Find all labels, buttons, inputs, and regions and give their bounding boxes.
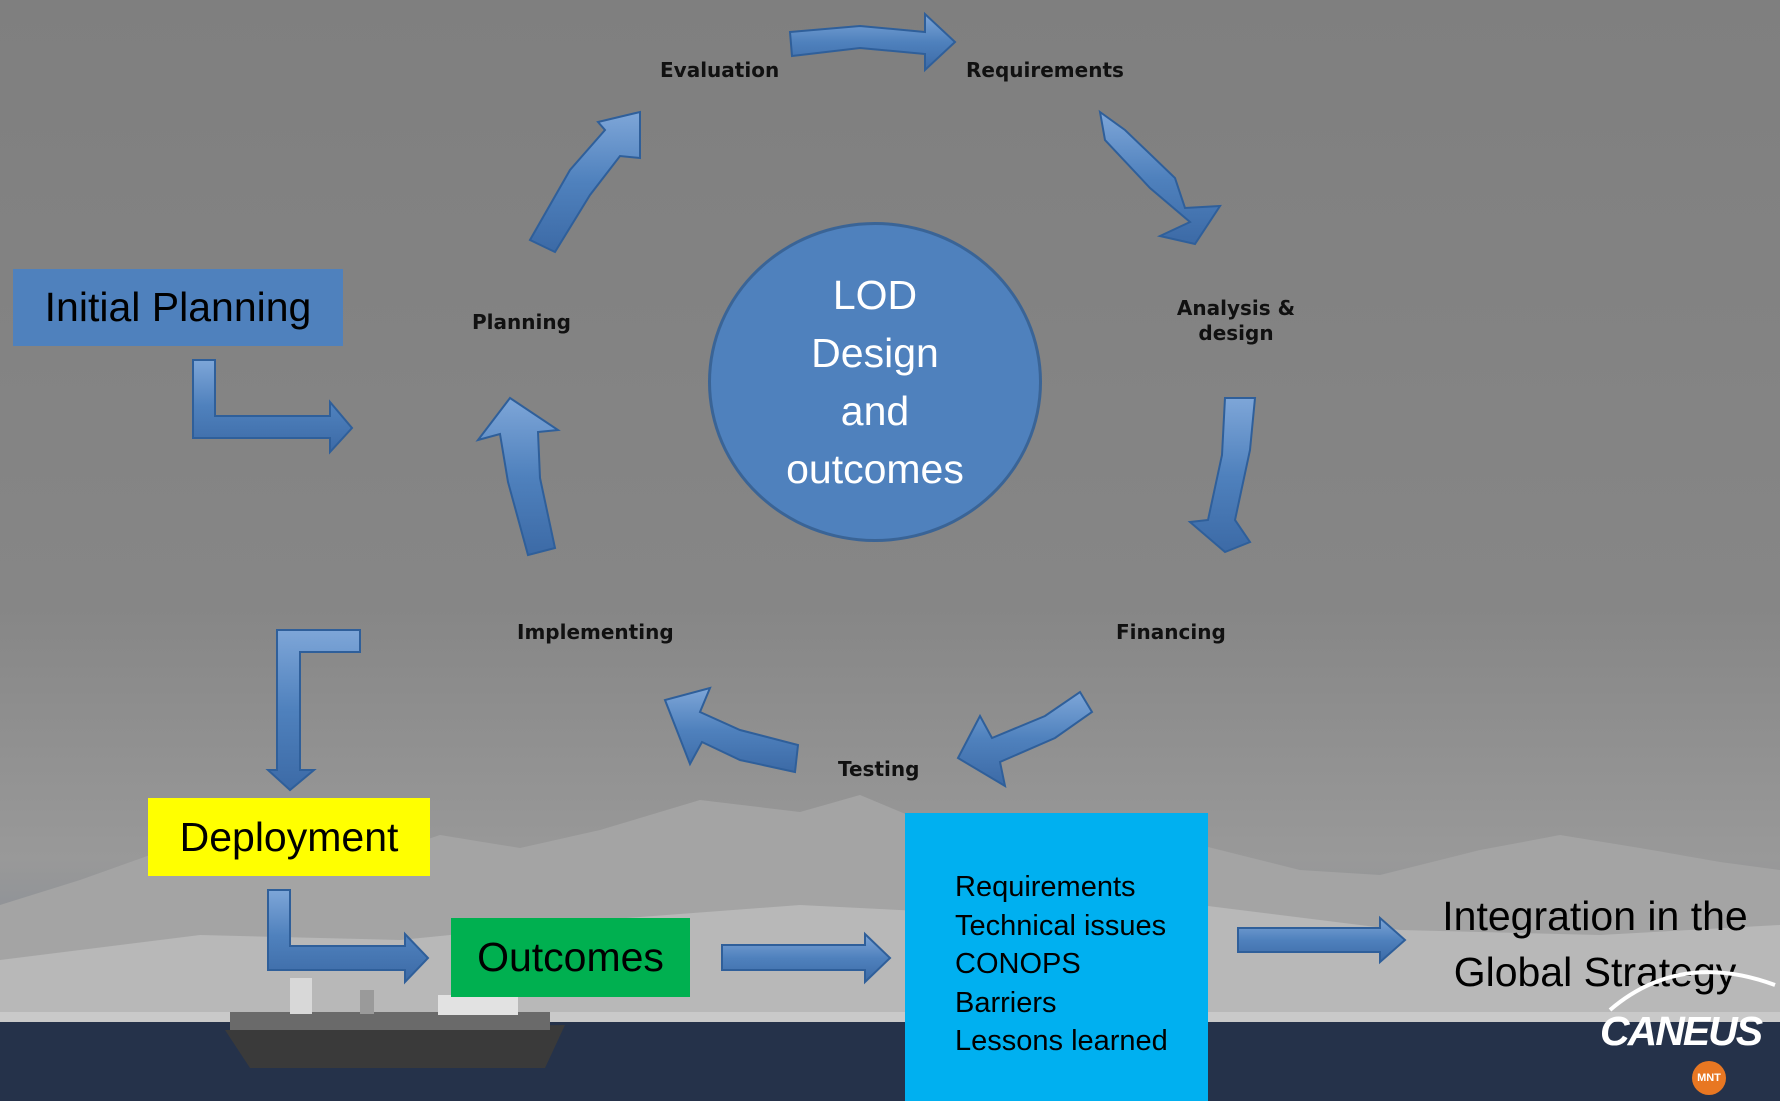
- outcomes-box: Outcomes: [451, 918, 690, 997]
- outcome-item-conops: CONOPS: [955, 948, 1081, 980]
- outcome-item-lessons-learned: Lessons learned: [955, 1025, 1168, 1057]
- arrow-planning-to-evaluation: [528, 110, 641, 254]
- arrow-initial-planning-to-cycle: [192, 359, 354, 455]
- stage-implementing: Implementing: [517, 620, 674, 644]
- outcome-list-box: Requirements Technical issues CONOPS Bar…: [905, 813, 1208, 1101]
- stage-planning: Planning: [472, 310, 571, 334]
- stage-analysis-line-1: Analysis &: [1176, 296, 1296, 320]
- arrow-requirements-to-analysis: [1098, 109, 1222, 246]
- arrow-analysis-to-financing: [1187, 397, 1257, 554]
- arrow-cycle-to-deployment: [265, 629, 361, 792]
- arrow-list-to-integration: [1237, 915, 1407, 965]
- stage-evaluation: Evaluation: [660, 58, 780, 82]
- stage-analysis-design: Analysis & design: [1176, 296, 1296, 346]
- center-line-4: outcomes: [786, 446, 964, 492]
- stage-analysis-line-2: design: [1198, 321, 1274, 345]
- center-label: LOD Design and outcomes: [786, 266, 964, 498]
- stage-requirements: Requirements: [966, 58, 1124, 82]
- center-line-2: Design: [811, 330, 939, 376]
- caneus-logo: CANEUS: [1600, 1008, 1763, 1054]
- outcome-item-technical-issues: Technical issues: [955, 909, 1167, 942]
- initial-planning-box: Initial Planning: [13, 269, 343, 346]
- outcome-item-requirements: Requirements: [955, 871, 1136, 903]
- shoreline: [0, 1012, 1780, 1022]
- stage-financing: Financing: [1116, 620, 1226, 644]
- center-line-1: LOD: [832, 272, 918, 318]
- ship-image: [225, 978, 565, 1068]
- arrow-testing-to-implementing: [663, 686, 800, 774]
- center-circle: LOD Design and outcomes: [708, 222, 1042, 542]
- integration-line-1: Integration in the: [1442, 893, 1748, 939]
- outcome-item-barriers: Barriers: [955, 986, 1057, 1019]
- arrow-implementing-to-planning: [475, 396, 561, 557]
- mnt-badge: MNT: [1692, 1061, 1726, 1095]
- deployment-box: Deployment: [148, 798, 430, 876]
- stage-testing: Testing: [838, 757, 920, 781]
- arrow-financing-to-testing: [956, 690, 1094, 789]
- arrow-evaluation-to-requirements: [788, 11, 957, 73]
- arrow-outcomes-to-list: [721, 931, 892, 985]
- center-line-3: and: [840, 388, 910, 434]
- arrow-deployment-to-outcomes: [267, 889, 430, 985]
